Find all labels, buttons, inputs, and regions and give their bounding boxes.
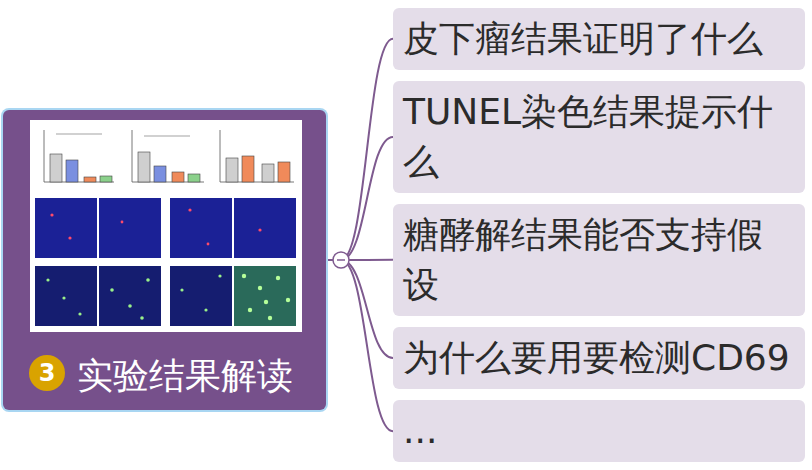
branch-line xyxy=(326,260,393,431)
bar-chart xyxy=(132,130,204,182)
branch-line xyxy=(326,137,393,260)
topic-title: 实验结果解读 xyxy=(77,354,293,397)
subtopic-box: 皮下瘤结果证明了什么 xyxy=(393,8,805,70)
branch-line xyxy=(326,260,393,358)
figure-thumbnail xyxy=(30,120,302,332)
micrograph-row xyxy=(35,266,296,326)
bar-chart xyxy=(44,130,114,182)
thumb-ground xyxy=(30,120,302,332)
callout-number: 3 xyxy=(29,355,65,391)
subtopic-box: TUNEL染色结果提示什么 xyxy=(393,81,805,192)
subtopic-text: ... xyxy=(403,406,795,456)
branch-line xyxy=(326,39,393,260)
subtopic-box: 为什么要用要检测CD69 xyxy=(393,327,805,389)
subtopic-text: 皮下瘤结果证明了什么 xyxy=(403,14,795,64)
bar-chart xyxy=(220,130,294,182)
subtopic-box: 糖酵解结果能否支持假设 xyxy=(393,204,805,315)
knob-minus xyxy=(337,259,345,261)
knob-circle xyxy=(333,252,349,268)
subtopic-text: 糖酵解结果能否支持假设 xyxy=(403,210,795,309)
subtopic-box: ... xyxy=(393,400,805,462)
micrograph-row xyxy=(35,198,296,258)
subtopic-text: 为什么要用要检测CD69 xyxy=(403,333,795,383)
subtopic-text: TUNEL染色结果提示什么 xyxy=(403,87,795,186)
